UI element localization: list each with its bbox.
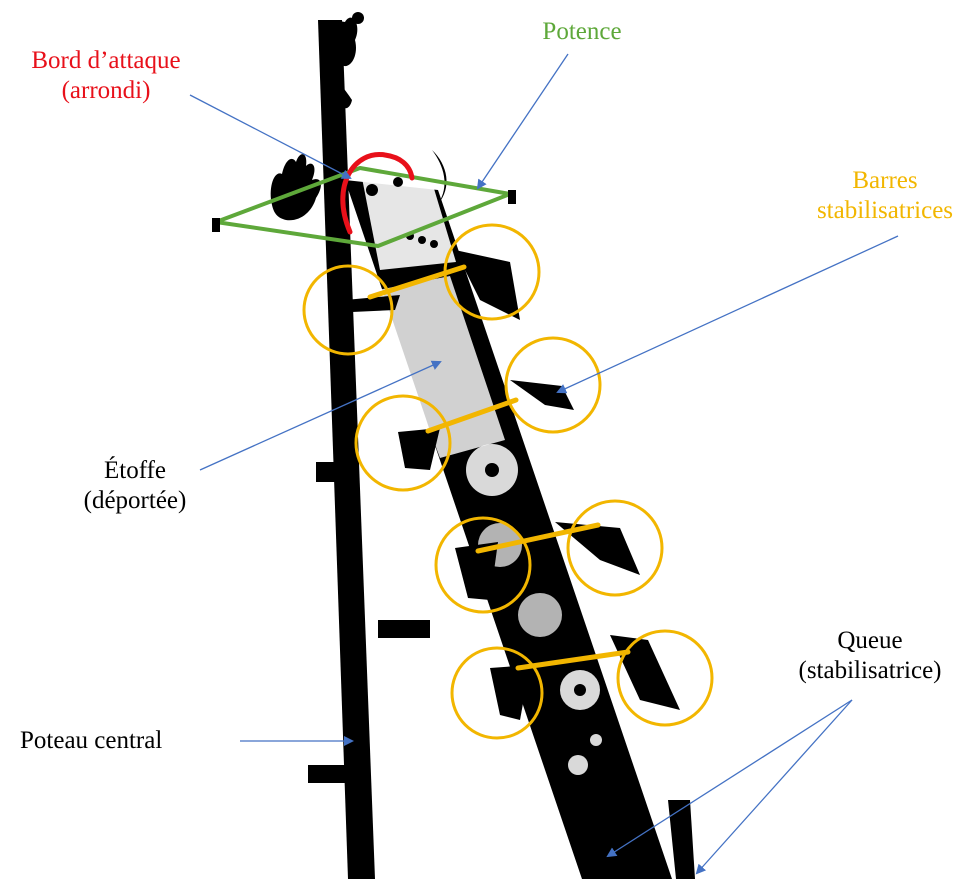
label-etoffe-line1: Étoffe <box>60 456 210 486</box>
label-poteau-line1: Poteau central <box>20 726 240 756</box>
label-barres: Barres stabilisatrices <box>800 166 970 226</box>
label-etoffe-line2: (déportée) <box>60 486 210 516</box>
arrow-barres <box>558 236 898 392</box>
label-barres-line1: Barres <box>800 166 970 196</box>
label-queue-line1: Queue <box>770 626 970 656</box>
label-potence-line1: Potence <box>522 17 642 47</box>
label-barres-line2: stabilisatrices <box>800 196 970 226</box>
arrow-queue-left <box>608 700 852 856</box>
label-potence: Potence <box>522 17 642 47</box>
label-leading-edge-line1: Bord d’attaque <box>6 46 206 76</box>
label-queue-line2: (stabilisatrice) <box>770 656 970 686</box>
label-queue: Queue (stabilisatrice) <box>770 626 970 686</box>
label-poteau: Poteau central <box>20 726 240 756</box>
arrow-potence <box>478 54 568 188</box>
label-leading-edge-line2: (arrondi) <box>6 76 206 106</box>
label-leading-edge: Bord d’attaque (arrondi) <box>6 46 206 106</box>
label-etoffe: Étoffe (déportée) <box>60 456 210 516</box>
arrow-queue-right <box>697 700 852 873</box>
